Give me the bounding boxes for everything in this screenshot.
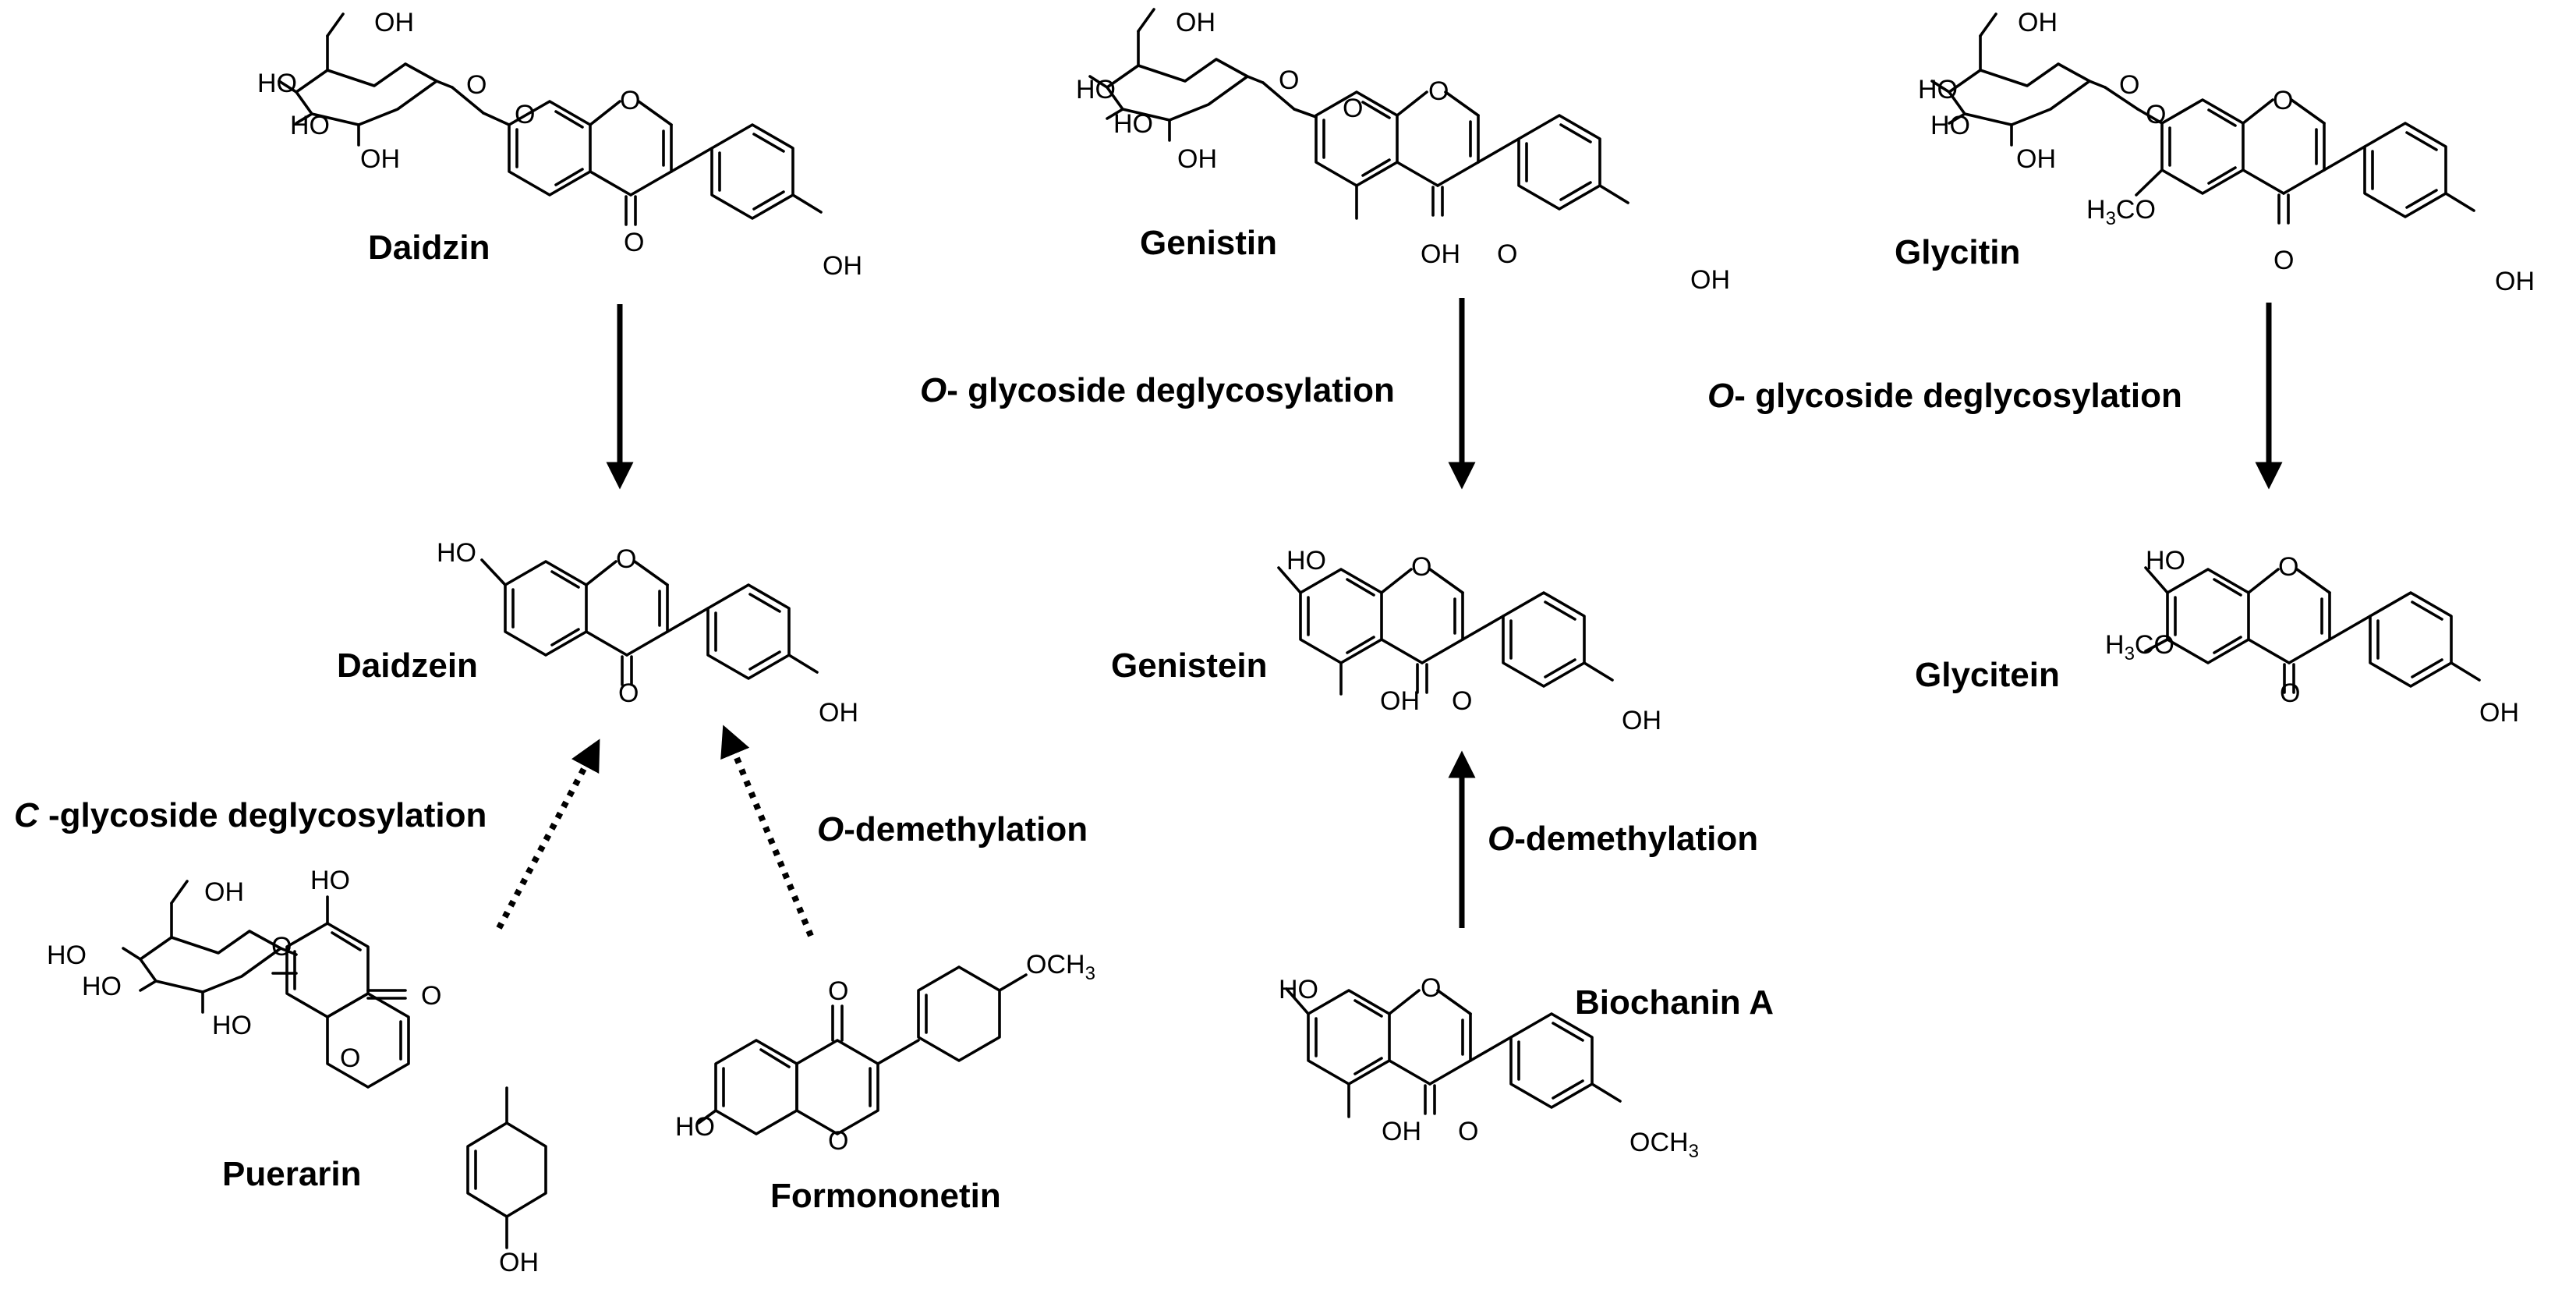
arrow-formononetin-to-daidzein [720, 724, 814, 937]
atom-label: HO [1279, 975, 1318, 1004]
atom-label: OH [1690, 265, 1730, 295]
atom-label: HO [82, 972, 122, 1001]
genistin-structure: OH HO HO OH O O O OH O OH Genistin [1076, 8, 1730, 295]
atom-label: O [1428, 76, 1449, 106]
daidzein-structure: HO O O OH Daidzein [337, 538, 858, 728]
atom-label: OH [2016, 144, 2056, 174]
atom-label: OH [360, 144, 400, 174]
label-o-glycoside-deglycosylation-right: O- glycoside deglycosylation [1707, 377, 2182, 415]
atom-label: HO [1918, 75, 1958, 105]
atom-label: O [1452, 686, 1472, 716]
atom-label: OH [823, 251, 862, 281]
puerarin-structure: OH HO HO HO HO O O O OH Puerarin [47, 866, 547, 1277]
daidzin-structure: OH HO HO OH O O O O OH Daidzin [257, 8, 862, 281]
atom-label: HO [2146, 546, 2185, 576]
atom-label: HO [437, 538, 476, 568]
label-o-glycoside-deglycosylation-center: O- glycoside deglycosylation [920, 371, 1395, 409]
compound-name-daidzin: Daidzin [368, 228, 490, 267]
compound-name-puerarin: Puerarin [222, 1155, 362, 1193]
atom-label: O [340, 1043, 360, 1073]
atom-label: O [421, 981, 441, 1011]
compound-name-genistin: Genistin [1140, 224, 1277, 262]
atom-label: O [466, 70, 487, 100]
atom-label: HO [675, 1112, 715, 1142]
atom-label: OH [1176, 8, 1215, 37]
atom-label: OH [204, 877, 244, 907]
atom-label: OH [1622, 706, 1661, 735]
atom-label: O [620, 86, 640, 115]
genistein-structure: HO O OH O OH Genistein [1111, 546, 1661, 735]
biochanin-a-structure: HO O OH O OCH3 Biochanin A [1279, 973, 1774, 1162]
atom-label: HO [47, 941, 87, 970]
compound-name-glycitein: Glycitein [1915, 656, 2060, 694]
atom-label: HO [1076, 75, 1116, 105]
label-o-demethylation-biochanin: O-demethylation [1488, 820, 1758, 858]
compound-name-formononetin: Formononetin [770, 1177, 1001, 1215]
atom-label: HO [257, 69, 297, 98]
atom-label: O [616, 544, 636, 574]
atom-label: OH [2479, 698, 2519, 728]
atom-label: O [624, 228, 644, 257]
atom-label: OH [2018, 8, 2058, 37]
atom-label: O [2273, 246, 2294, 275]
atom-label: HO [310, 866, 350, 895]
atom-label: OH [1421, 239, 1460, 269]
atom-label: HO [1113, 109, 1153, 139]
och3-group: OCH3 [1026, 950, 1095, 984]
label-c-glycoside-deglycosylation: C -glycoside deglycosylation [14, 796, 487, 834]
atom-label: OH [819, 698, 858, 728]
compound-name-biochanin-a: Biochanin A [1575, 983, 1774, 1022]
atom-label: O [1421, 973, 1441, 1003]
atom-label: HO [212, 1011, 252, 1040]
h3co-group: H3CO [2105, 630, 2174, 664]
compound-name-glycitin: Glycitin [1895, 233, 2020, 271]
atom-label: O [2273, 86, 2293, 115]
label-o-demethylation-formononetin: O-demethylation [817, 810, 1088, 848]
atom-label: OH [374, 8, 414, 37]
atom-label: O [1411, 552, 1431, 582]
glycitin-structure: OH HO HO OH O O O O OH H3CO Glycitin [1895, 8, 2535, 296]
atom-label: O [1458, 1117, 1478, 1146]
atom-label: OH [2495, 267, 2535, 296]
atom-label: O [2119, 70, 2139, 100]
atom-label: O [2280, 678, 2300, 708]
atom-label: O [1279, 66, 1299, 95]
atom-label: O [828, 976, 848, 1006]
atom-label: HO [1930, 111, 1970, 140]
atom-label: O [1497, 239, 1517, 269]
atom-label: O [618, 678, 639, 708]
atom-label: O [828, 1126, 848, 1156]
atom-label: O [2146, 100, 2166, 129]
och3-group: OCH3 [1629, 1128, 1699, 1162]
formononetin-structure: O O HO OCH3 Formononetin [675, 950, 1095, 1215]
atom-label: O [271, 932, 292, 962]
atom-label: OH [1177, 144, 1217, 174]
atom-label: OH [499, 1248, 539, 1277]
atom-label: HO [290, 111, 330, 140]
compound-name-genistein: Genistein [1111, 646, 1268, 685]
atom-label: OH [1382, 1117, 1421, 1146]
atom-label: O [515, 100, 535, 129]
h3co-group: H3CO [2086, 195, 2156, 229]
atom-label: OH [1380, 686, 1420, 716]
arrow-puerarin-to-daidzein [496, 739, 600, 930]
atom-label: O [1343, 94, 1363, 123]
compound-name-daidzein: Daidzein [337, 646, 478, 685]
atom-label: HO [1286, 546, 1326, 576]
glycitein-structure: HO O O OH H3CO Glycitein [1915, 546, 2519, 728]
atom-label: O [2278, 552, 2298, 582]
